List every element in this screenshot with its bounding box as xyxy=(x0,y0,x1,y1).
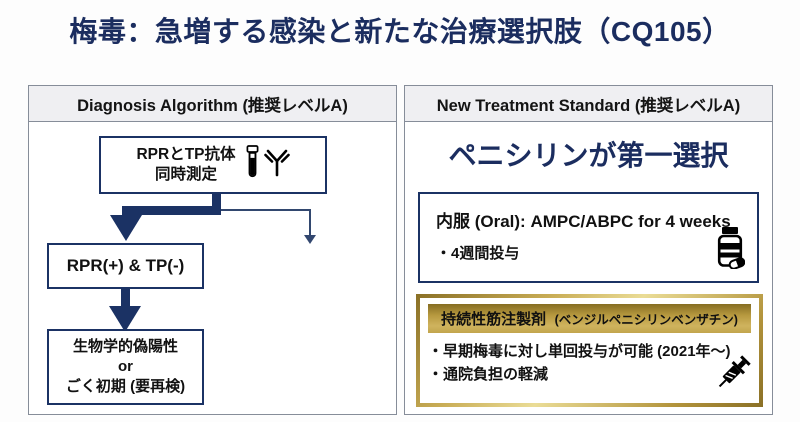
treatment-content: ペニシリンが第一選択 内服 (Oral): AMPC/ABPC for 4 we… xyxy=(405,122,772,414)
diagnosis-flowchart: RPRとTP抗体 同時測定 xyxy=(29,122,396,414)
im-injection-banner-sub: (ベンジルペニシリンベンザチン) xyxy=(554,313,738,327)
flow-arrow-to-box3 xyxy=(109,306,141,332)
flow-arrow-to-box2 xyxy=(110,215,142,241)
test-icons xyxy=(244,144,290,187)
flow-box-rpr-tp-test: RPRとTP抗体 同時測定 xyxy=(99,136,327,194)
im-injection-bullets: ・早期梅毒に対し単回投与が可能 (2021年～) ・通院負担の軽減 xyxy=(428,340,751,387)
im-injection-box: 持続性筋注製剤 (ベンジルペニシリンベンザチン) ・早期梅毒に対し単回投与が可能… xyxy=(416,294,763,407)
panels-container: Diagnosis Algorithm (推奨レベルA) RPRとTP抗体 同時… xyxy=(28,85,773,415)
flow-arrow-other-branch xyxy=(304,235,316,244)
treatment-panel: New Treatment Standard (推奨レベルA) ペニシリンが第一… xyxy=(404,85,773,415)
flow-box-false-positive: 生物学的偽陽性 or ごく初期 (要再検) xyxy=(47,329,204,405)
page-title: 梅毒：急増する感染と新たな治療選択肢（CQ105） xyxy=(69,16,731,47)
pill-bottle-icon xyxy=(715,227,746,274)
diagnosis-panel: Diagnosis Algorithm (推奨レベルA) RPRとTP抗体 同時… xyxy=(28,85,397,415)
treatment-headline: ペニシリンが第一選択 xyxy=(448,140,729,171)
diagnosis-panel-header: Diagnosis Algorithm (推奨レベルA) xyxy=(29,86,396,122)
flow-connector-thin-horizontal xyxy=(221,209,311,211)
syringe-icon xyxy=(713,353,753,398)
im-injection-bullet-1: ・早期梅毒に対し単回投与が可能 (2021年～) xyxy=(428,343,731,360)
flow-connector-horizontal-1 xyxy=(122,206,221,215)
oral-treatment-title: 内服 (Oral): AMPC/ABPC for 4 weeks xyxy=(436,212,731,231)
flow-box-rpr-tp-test-label: RPRとTP抗体 同時測定 xyxy=(136,145,236,183)
antibody-icon xyxy=(263,148,290,183)
im-injection-box-inner: 持続性筋注製剤 (ベンジルペニシリンベンザチン) ・早期梅毒に対し単回投与が可能… xyxy=(420,298,759,403)
flow-connector-vertical-2 xyxy=(121,289,130,307)
flow-box-rpr-positive-tp-negative: RPR(+) & TP(-) xyxy=(47,243,204,289)
im-injection-banner-main: 持続性筋注製剤 xyxy=(441,311,547,328)
treatment-panel-header: New Treatment Standard (推奨レベルA) xyxy=(405,86,772,122)
flow-connector-vertical-1 xyxy=(212,193,221,215)
test-tube-icon xyxy=(244,144,261,187)
flow-connector-thin-vertical xyxy=(309,209,311,236)
im-injection-banner: 持続性筋注製剤 (ベンジルペニシリンベンザチン) xyxy=(428,304,751,333)
oral-treatment-bullet: ・4週間投与 xyxy=(436,245,520,262)
im-injection-bullet-2: ・通院負担の軽減 xyxy=(428,366,549,384)
flow-box-false-positive-label: 生物学的偽陽性 or ごく初期 (要再検) xyxy=(65,338,186,395)
oral-treatment-box: 内服 (Oral): AMPC/ABPC for 4 weeks ・4週間投与 xyxy=(418,192,759,283)
